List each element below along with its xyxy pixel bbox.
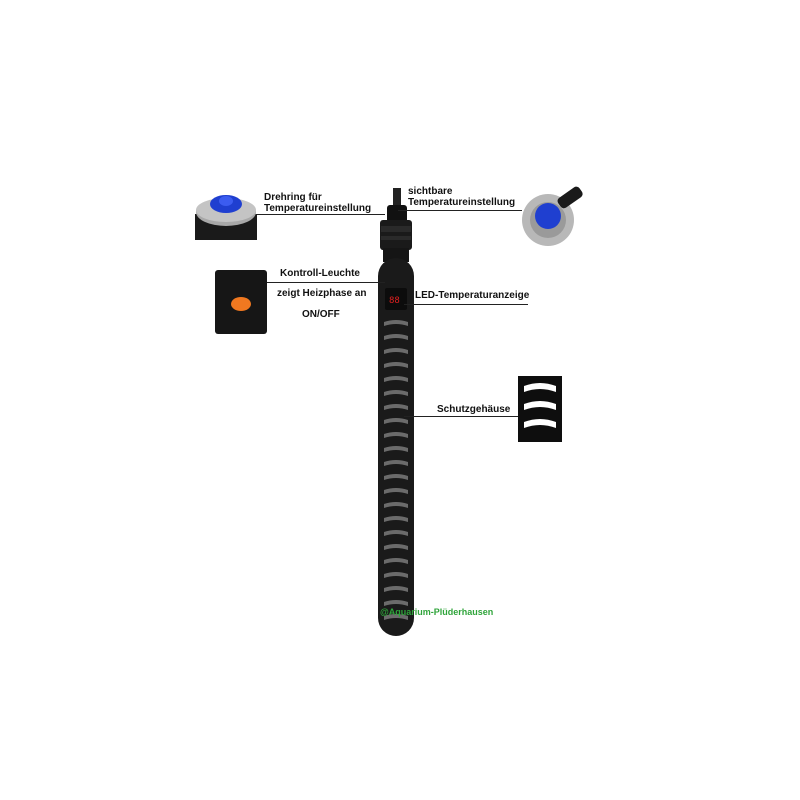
protective-cage-slots (384, 320, 408, 620)
visible-setting-inset (518, 186, 584, 250)
cage-slot (384, 516, 408, 522)
cage-slot (384, 460, 408, 466)
indicator-light-image (231, 297, 251, 311)
heizphase-label: zeigt Heizphase an (277, 288, 367, 299)
cage-slot (384, 334, 408, 340)
heater-cable (393, 188, 401, 208)
cage-slot (384, 390, 408, 396)
onoff-label: ON/OFF (302, 309, 340, 320)
cage-slot (384, 446, 408, 452)
cage-slot (384, 348, 408, 354)
rotary-dial-inset (195, 190, 257, 240)
led-label: LED-Temperaturanzeige (415, 290, 530, 301)
schutz-leader-line (404, 416, 518, 417)
drehring-leader-line (257, 214, 385, 215)
cage-slot (384, 474, 408, 480)
cage-slot (384, 362, 408, 368)
schutz-label: Schutzgehäuse (437, 404, 511, 415)
cage-slot (384, 586, 408, 592)
cage-slot (384, 418, 408, 424)
sichtbare-leader-line (398, 210, 522, 211)
cage-slot (384, 558, 408, 564)
led-leader-line (404, 304, 528, 305)
kontroll-label: Kontroll-Leuchte (280, 268, 360, 279)
cage-slot (384, 572, 408, 578)
cage-slot (384, 488, 408, 494)
cage-slot (384, 320, 408, 326)
cage-slot (384, 376, 408, 382)
cage-slot (384, 502, 408, 508)
svg-text:88: 88 (389, 296, 400, 306)
protective-case-image (524, 383, 556, 428)
cage-slot (384, 530, 408, 536)
cage-slot (384, 600, 408, 606)
watermark: @Aquarium-Plüderhausen (380, 607, 494, 617)
rotary-dial-image (195, 195, 257, 240)
cage-slot (384, 432, 408, 438)
visible-setting-image (522, 186, 583, 246)
indicator-light-inset (215, 270, 267, 334)
heater-neck (383, 248, 409, 262)
led-display (385, 288, 407, 310)
cage-slot (384, 544, 408, 550)
protective-case-inset (518, 376, 562, 442)
cage-slot (384, 404, 408, 410)
drehring-label: Drehring für Temperatureinstellung (264, 192, 372, 214)
kontroll-leader-line (267, 282, 385, 283)
heater-cap (387, 205, 407, 223)
sichtbare-label: sichtbare Temperatureinstellung (408, 186, 516, 208)
heater-head (380, 220, 412, 250)
cage-slot (384, 614, 408, 620)
